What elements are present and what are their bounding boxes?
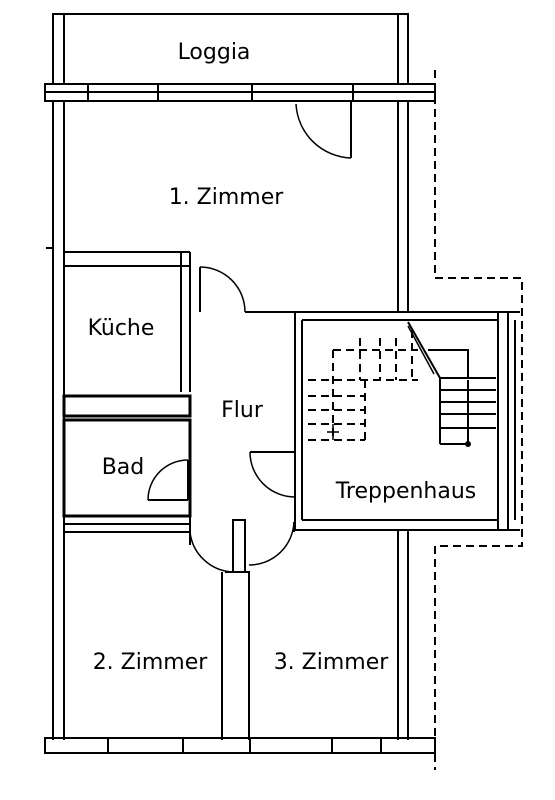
stairs-dashed	[308, 330, 418, 441]
door-kitchen	[199, 266, 295, 313]
label-zimmer-3: 3. Zimmer	[274, 650, 390, 675]
bottom-window-strip	[44, 737, 436, 754]
loggia	[52, 13, 409, 84]
label-treppenhaus: Treppenhaus	[335, 479, 477, 504]
partition-zimmer2-3	[221, 519, 250, 740]
dashed-boundary	[434, 70, 523, 770]
label-loggia: Loggia	[178, 40, 251, 65]
door-bath	[147, 459, 189, 501]
kitchen-bath-block	[62, 251, 192, 533]
label-bad: Bad	[102, 455, 145, 480]
label-zimmer-2: 2. Zimmer	[93, 650, 209, 675]
label-kueche: Küche	[88, 316, 155, 341]
stairs	[407, 321, 496, 447]
treppenhaus-walls	[294, 311, 520, 531]
label-flur: Flur	[221, 398, 264, 423]
door-zimmer1-loggia	[295, 101, 352, 159]
door-treppenhaus	[249, 451, 296, 498]
label-zimmer-1: 1. Zimmer	[169, 185, 285, 210]
door-zimmer2	[189, 531, 250, 573]
door-zimmer3	[248, 521, 295, 566]
loggia-window-strip	[44, 83, 436, 102]
